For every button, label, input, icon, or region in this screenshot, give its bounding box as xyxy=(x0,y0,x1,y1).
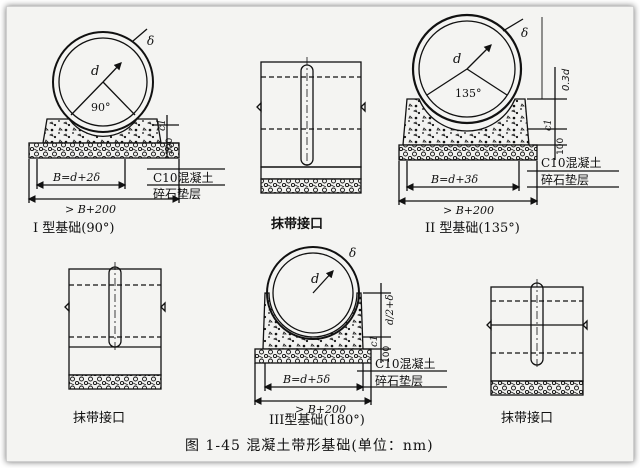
band-joint-side-top xyxy=(256,57,366,194)
type3-100-label: 100 xyxy=(382,346,392,363)
type2-d-label: d xyxy=(453,52,461,67)
type1-foundation xyxy=(27,28,225,203)
type3-caption: III型基础(180°) xyxy=(269,413,365,428)
type3-d2-label: d/2+δ xyxy=(385,294,396,325)
type1-angle-label: 90° xyxy=(91,101,111,114)
band-joint-caption-left: 抹带接口 xyxy=(73,411,126,426)
type3-d-label: d xyxy=(311,272,319,287)
type2-c10-label: C10混凝土 xyxy=(541,155,601,170)
type1-delta-label: δ xyxy=(147,34,154,48)
type2-angle-label: 135° xyxy=(455,87,482,100)
figure-frame: d δ 90° c1 100 C10混凝土 碎石垫层 B=d+2δ > B+20… xyxy=(6,6,634,462)
type1-c10-label: C10混凝土 xyxy=(153,170,213,185)
type1-d-label: d xyxy=(91,64,99,79)
band-joint-caption-right: 抹带接口 xyxy=(501,411,554,426)
type1-gravel-label: 碎石垫层 xyxy=(153,186,201,201)
type1-b200-label: > B+200 xyxy=(65,203,116,216)
type2-b200-label: > B+200 xyxy=(443,204,494,217)
type3-b200-label: > B+200 xyxy=(295,403,346,416)
type1-b-label: B=d+2δ xyxy=(52,171,101,184)
type3-c10-label: C10混凝土 xyxy=(375,356,435,371)
band-joint-side-left xyxy=(64,262,166,390)
type1-100-label: 100 xyxy=(165,138,175,155)
figure-caption: 图 1-45 混凝土带形基础(单位：nm) xyxy=(185,438,434,454)
type2-gravel-label: 碎石垫层 xyxy=(541,172,589,187)
type3-c1-label: c1 xyxy=(369,335,380,347)
type2-03d-label: 0.3d xyxy=(561,68,572,91)
type2-foundation xyxy=(397,13,619,205)
type2-b-label: B=d+3δ xyxy=(430,173,479,186)
band-joint-caption-top: 抹带接口 xyxy=(271,217,324,232)
type2-caption: II 型基础(135°) xyxy=(425,221,520,236)
type1-c1-label: c1 xyxy=(157,119,168,131)
band-joint-side-right xyxy=(486,279,588,396)
type3-b-label: B=d+5δ xyxy=(282,373,331,386)
type1-caption: I 型基础(90°) xyxy=(33,221,115,236)
type2-delta-label: δ xyxy=(521,26,528,40)
type2-c1-label: c1 xyxy=(543,119,554,131)
type3-gravel-label: 碎石垫层 xyxy=(375,373,423,388)
type3-foundation xyxy=(253,246,447,405)
foundation-diagram: d δ 90° c1 100 C10混凝土 碎石垫层 B=d+2δ > B+20… xyxy=(27,13,619,416)
type2-100-label: 100 xyxy=(556,138,566,155)
type3-delta-label: δ xyxy=(349,246,356,260)
